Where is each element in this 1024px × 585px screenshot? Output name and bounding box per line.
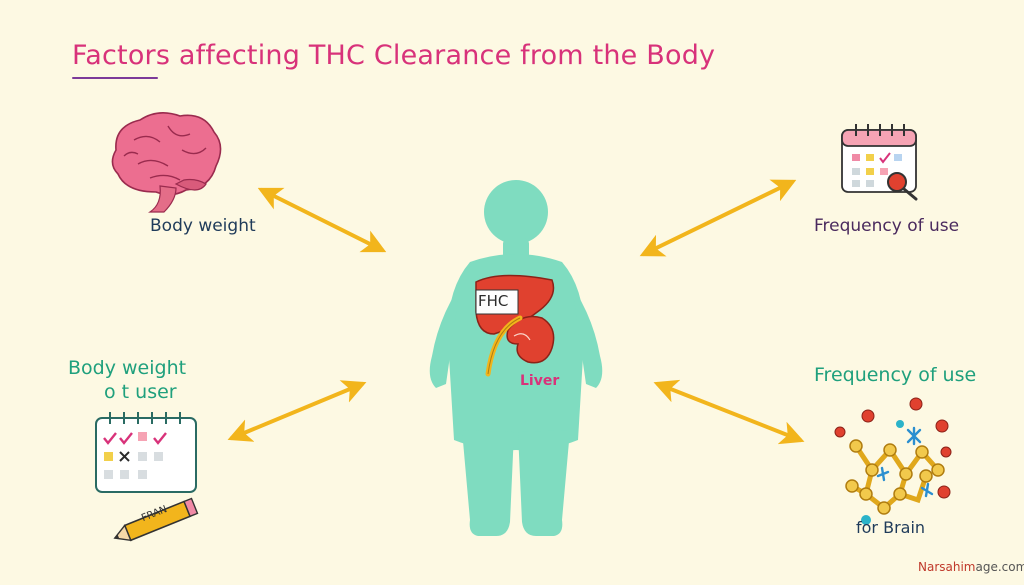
label-for-brain: for Brain [856, 518, 926, 537]
watermark: Narsahimage.com [918, 560, 1024, 574]
liver-icon [475, 274, 555, 335]
arrow-top-right [639, 179, 797, 257]
arrow-bottom-right [653, 379, 805, 445]
label-body-weight-line2: o t user [104, 381, 177, 403]
diagram-title: Factors affecting THC Clearance from the… [72, 40, 716, 71]
label-frequency-top: Frequency of use [814, 216, 960, 236]
arrow-bottom-left [227, 380, 367, 442]
checklist-calendar-icon [95, 412, 197, 493]
arrows [227, 179, 805, 445]
brain-icon [111, 112, 222, 213]
title-underline [72, 77, 158, 79]
label-frequency-bottom: Frequency of use [814, 364, 977, 386]
pencil-icon [113, 497, 199, 542]
watermark-part2: age.com [975, 560, 1024, 574]
label-liver: Liver [520, 373, 560, 389]
label-body-weight-top: Body weight [150, 216, 256, 236]
arrow-top-left [257, 187, 387, 253]
human-body-icon [429, 180, 603, 536]
label-body-weight-bottom: Body weight o t user [68, 356, 186, 404]
kidney-icon [485, 315, 555, 377]
label-body-weight-line1: Body weight [68, 357, 187, 379]
organ-tag: FHC [478, 292, 509, 310]
watermark-part1: Narsahim [918, 560, 976, 574]
molecule-network-icon [834, 397, 952, 525]
magnifier-icon [887, 172, 918, 201]
